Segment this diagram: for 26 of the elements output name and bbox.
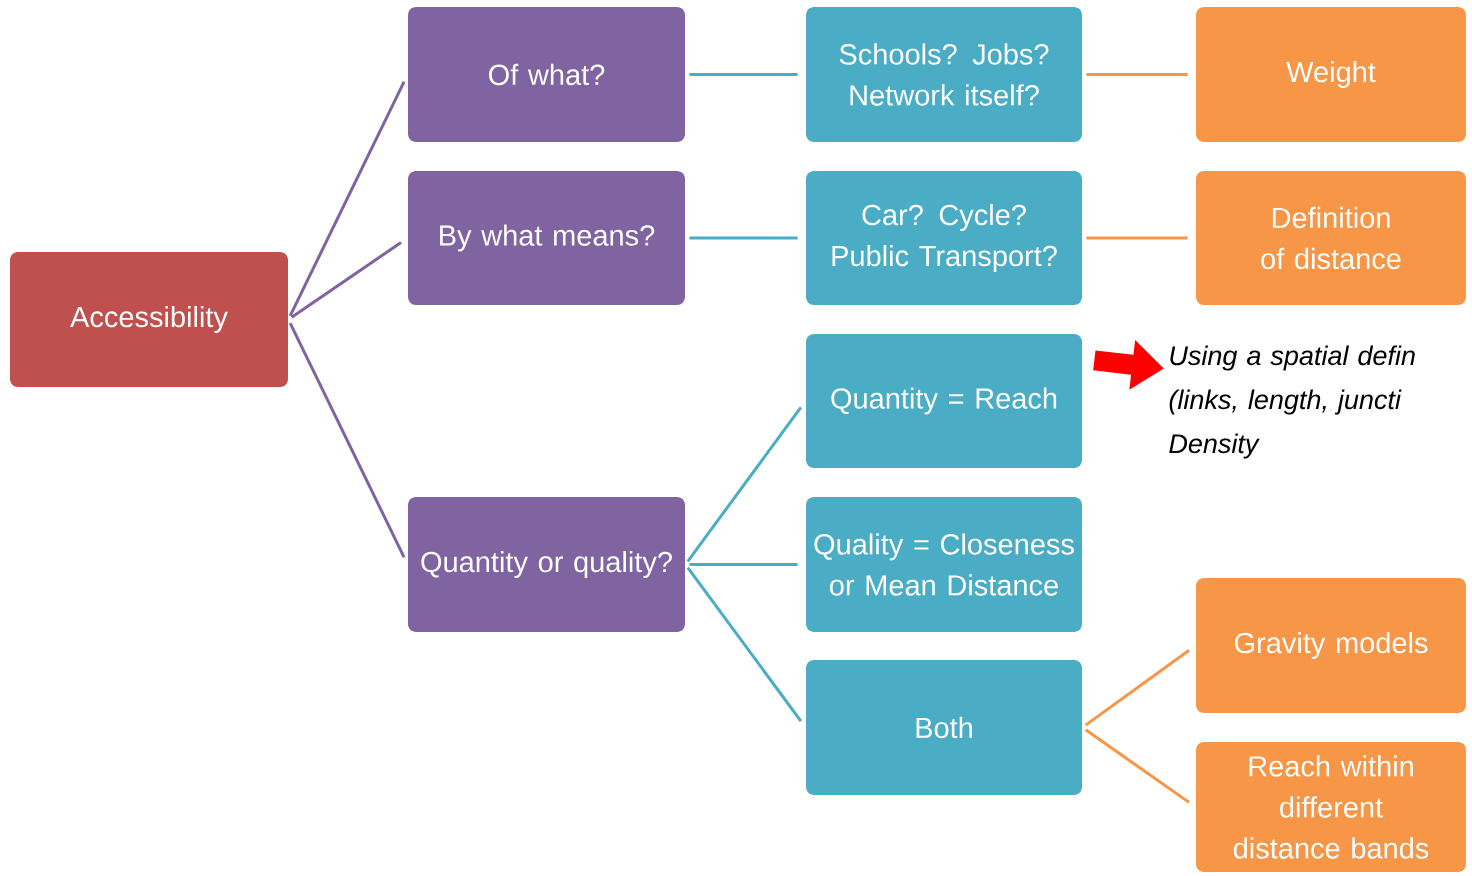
process-box: Car? Cycle? Public Transport? xyxy=(806,171,1082,305)
process-box: Quantity = Reach xyxy=(806,334,1082,468)
process-box: Of what? xyxy=(408,7,685,142)
process-box: Quantity or quality? xyxy=(408,497,685,632)
connector-line xyxy=(1086,236,1188,240)
process-box: Both xyxy=(806,660,1082,795)
connector-line xyxy=(689,563,798,566)
process-box: Weight xyxy=(1196,7,1466,142)
connector-line xyxy=(686,566,803,722)
connector-line xyxy=(1086,73,1188,76)
connector-line xyxy=(689,73,798,76)
process-box: Schools? Jobs? Network itself? xyxy=(806,7,1082,142)
process-box: Gravity models xyxy=(1196,578,1466,713)
connector-line xyxy=(1084,648,1190,727)
process-box: By what means? xyxy=(408,171,685,305)
process-box: Quality = Closeness or Mean Distance xyxy=(806,497,1082,632)
connector-line xyxy=(288,81,406,317)
connector-line xyxy=(288,322,406,558)
process-box: Reach within different distance bands xyxy=(1196,742,1466,872)
connector-line xyxy=(1084,728,1190,804)
note-text: Using a spatial defin (links, length, juncti Density xyxy=(1169,345,1415,459)
connector-line xyxy=(689,236,798,240)
process-box: Definition of distance xyxy=(1196,171,1466,305)
process-box: Accessibility xyxy=(10,252,288,387)
connector-line xyxy=(290,241,402,319)
connector-line xyxy=(686,406,803,563)
